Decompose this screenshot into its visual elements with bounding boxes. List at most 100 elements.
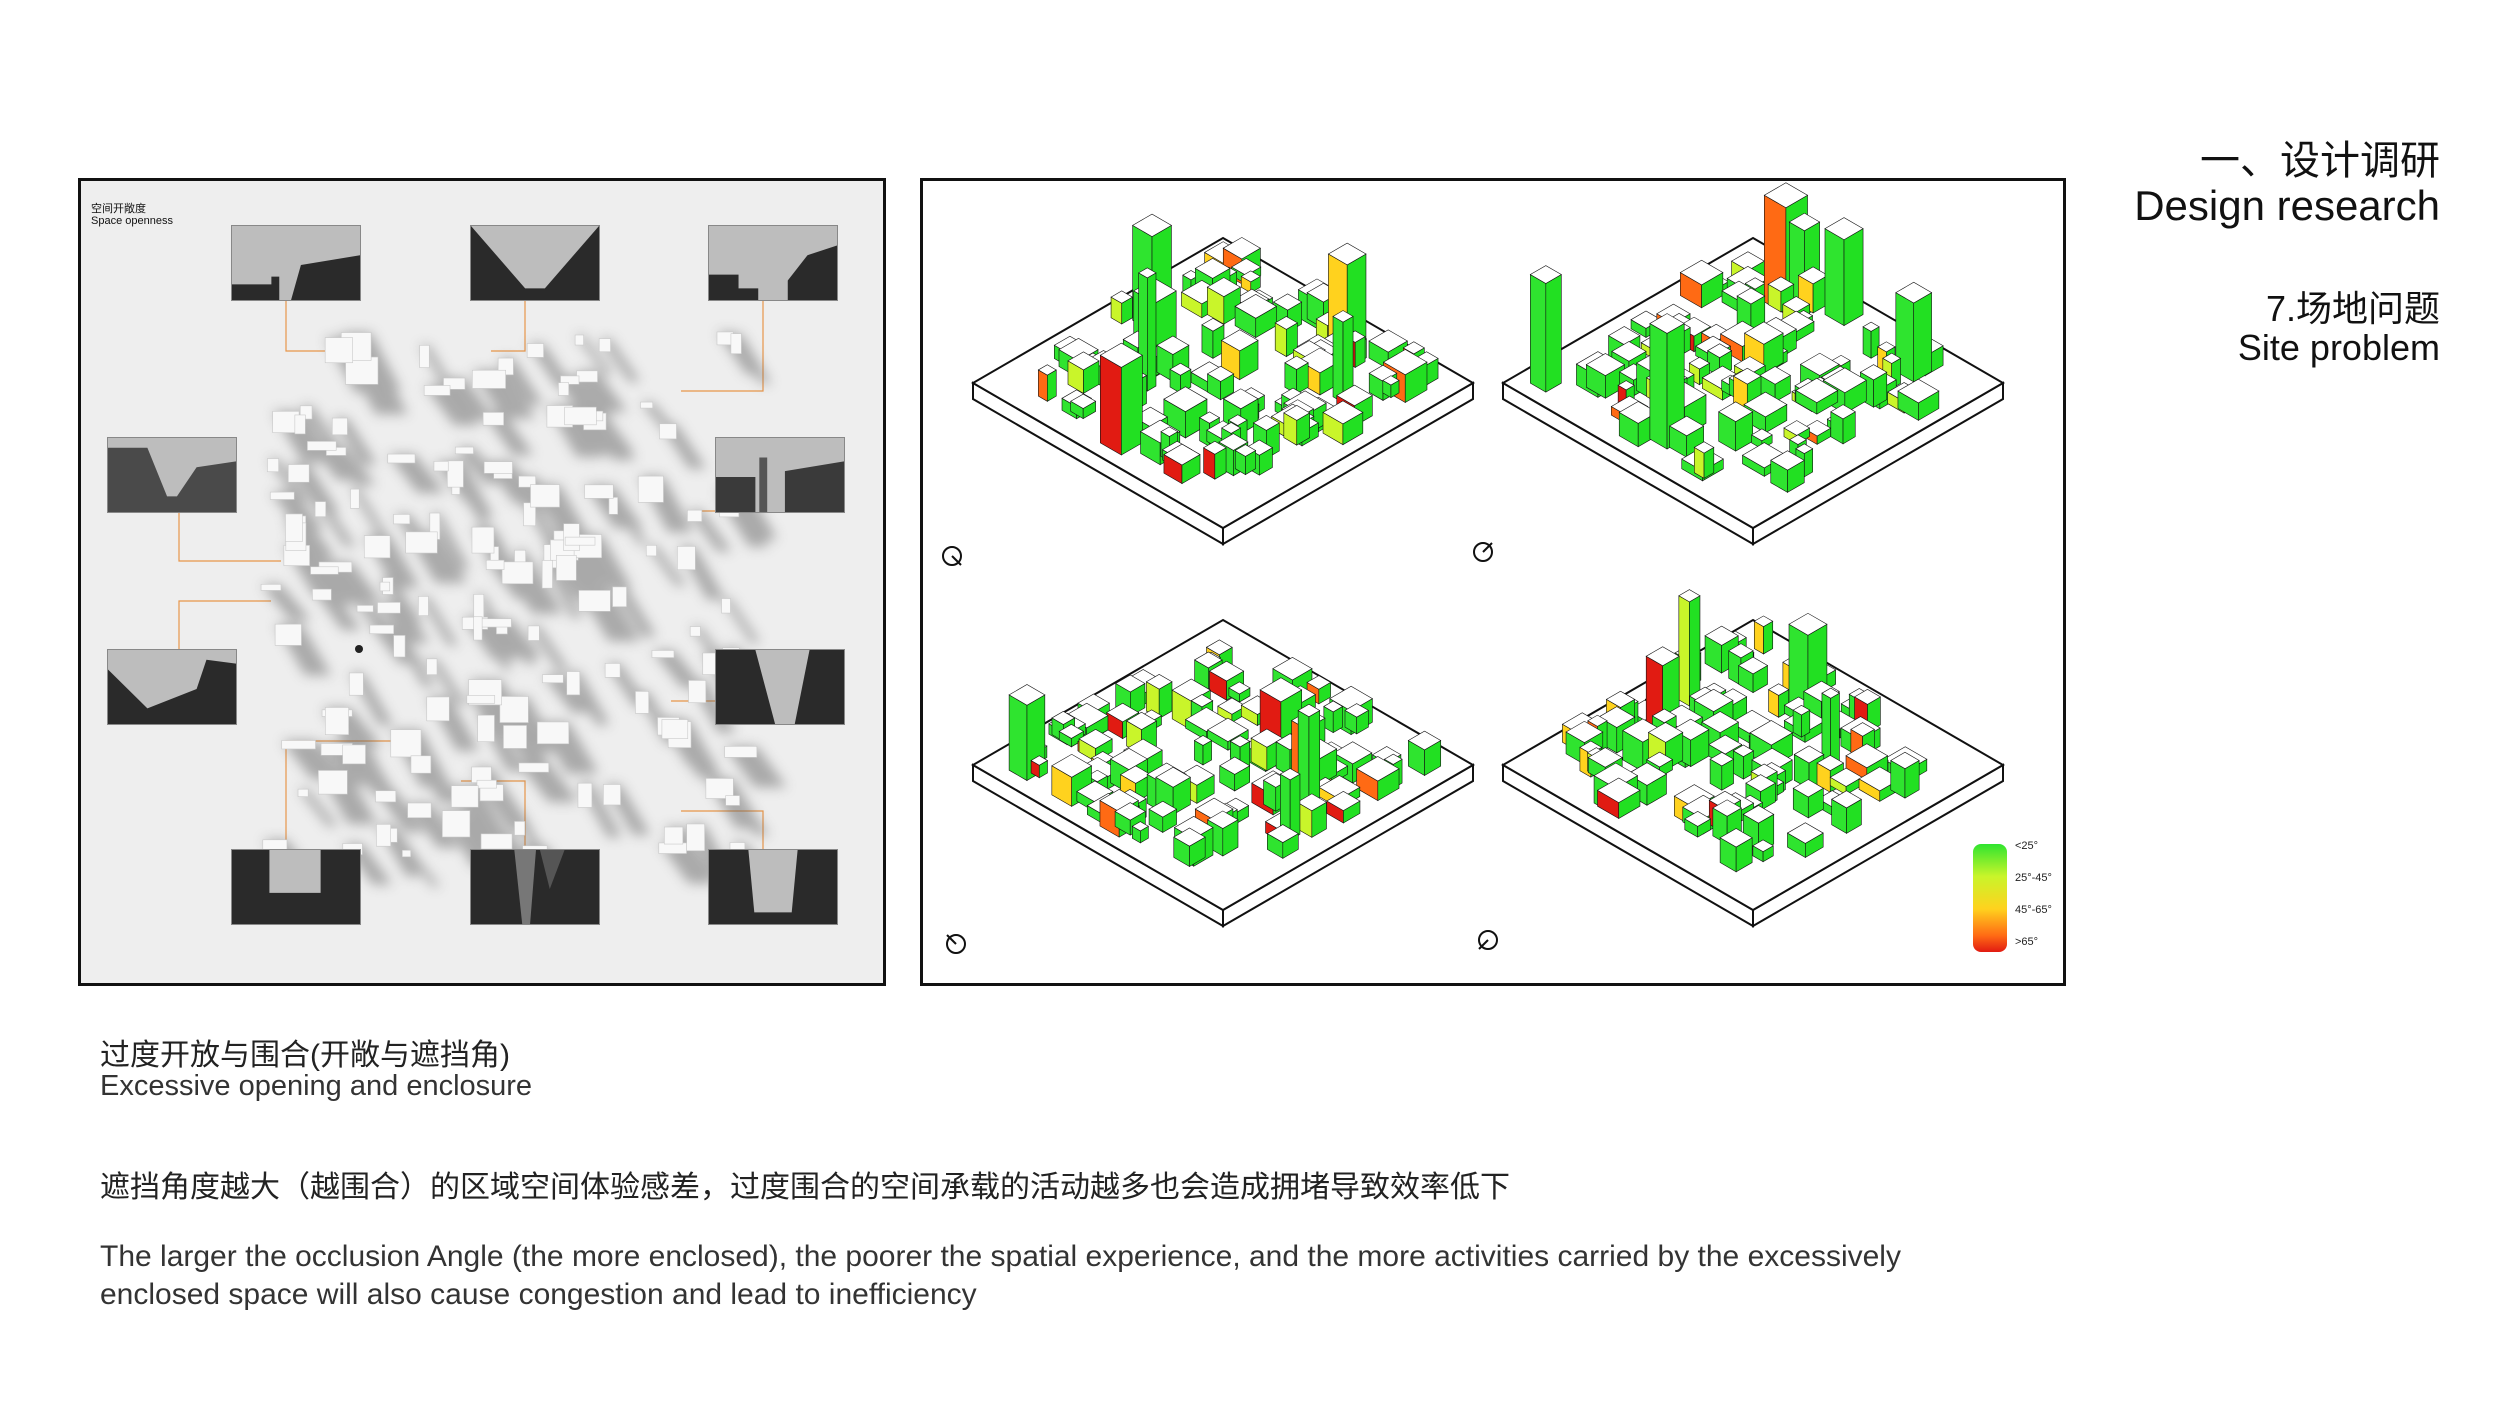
- caption-title-en: Excessive opening and enclosure: [100, 1070, 533, 1102]
- subsection-title-en: Site problem: [2237, 327, 2440, 368]
- building: [1078, 728, 1113, 763]
- view-thumbnail-bottom-right: [708, 849, 838, 925]
- isometric-board: [1501, 589, 2005, 928]
- building: [1322, 400, 1364, 446]
- section-title-cn: 一、设计调研: [2200, 139, 2440, 183]
- building: [1131, 821, 1149, 844]
- building: [1296, 793, 1328, 838]
- building: [1234, 293, 1278, 339]
- building: [1138, 267, 1157, 392]
- building: [1890, 751, 1920, 799]
- building: [1709, 751, 1735, 791]
- building: [1770, 450, 1805, 493]
- north-arrow-icon: [939, 543, 965, 569]
- building: [1831, 790, 1862, 834]
- building: [1829, 767, 1863, 796]
- building: [1830, 404, 1856, 445]
- building: [1201, 318, 1225, 359]
- building: [1323, 700, 1344, 734]
- view-thumbnail-top-right: [708, 225, 838, 301]
- building: [1326, 790, 1361, 824]
- building: [1344, 703, 1370, 735]
- building: [1193, 735, 1213, 766]
- building: [1895, 281, 1933, 383]
- building: [1148, 800, 1178, 833]
- isometric-board: [1501, 182, 2005, 546]
- building: [1719, 828, 1753, 873]
- view-thumbnail-bottom-left: [231, 849, 361, 925]
- building: [1070, 393, 1097, 420]
- building: [1206, 277, 1241, 325]
- building: [1786, 822, 1824, 858]
- building: [1679, 259, 1724, 309]
- building: [1862, 321, 1880, 359]
- building: [1163, 443, 1201, 485]
- view-thumbnail-mid-right-lower: [715, 649, 845, 725]
- north-arrow-icon: [943, 931, 969, 957]
- building: [1220, 329, 1259, 381]
- building: [1355, 756, 1400, 802]
- view-thumbnail-bottom-center: [470, 849, 600, 925]
- legend-color-bar: [1973, 844, 2007, 952]
- isometric-board: [971, 213, 1475, 546]
- isometric-site-models: [971, 182, 2005, 928]
- legend-label-45-65: 45°-65°: [2015, 904, 2052, 916]
- space-openness-title-cn: 空间开敞度: [91, 203, 146, 215]
- building: [1228, 681, 1251, 703]
- building: [1266, 824, 1299, 859]
- building: [1529, 265, 1562, 393]
- building: [1407, 730, 1442, 777]
- legend-label-gt65: >65°: [2015, 936, 2039, 948]
- view-thumbnail-mid-left-upper: [107, 437, 237, 513]
- building: [1030, 755, 1049, 779]
- occlusion-angle-panel: <25° 25°-45° 45°-65° >65°: [920, 178, 2066, 986]
- building: [1792, 779, 1824, 819]
- legend-label-25-45: 25°-45°: [2015, 872, 2052, 884]
- building: [1752, 839, 1774, 863]
- description-en-line1: The larger the occlusion Angle (the more…: [100, 1240, 1901, 1273]
- building: [1738, 656, 1769, 694]
- viewpoint-marker: [355, 645, 363, 653]
- building: [1684, 811, 1712, 838]
- building: [1753, 615, 1774, 655]
- building: [1382, 375, 1400, 399]
- building: [1202, 440, 1227, 480]
- building: [1169, 362, 1192, 394]
- building: [1824, 217, 1864, 327]
- building: [1821, 687, 1841, 768]
- building: [1173, 827, 1206, 867]
- section-title-en: Design research: [2134, 182, 2440, 229]
- space-openness-panel: 空间开敞度 Space openness: [78, 178, 886, 986]
- view-thumbnail-mid-right-upper: [715, 437, 845, 513]
- building: [1803, 419, 1832, 445]
- building: [1206, 365, 1235, 401]
- building: [1110, 290, 1134, 325]
- building-shadows: [261, 331, 787, 901]
- building: [1678, 589, 1701, 707]
- building: [1693, 441, 1715, 479]
- view-thumbnail-mid-left-lower: [107, 649, 237, 725]
- building: [1767, 276, 1795, 313]
- view-thumbnail-top-center: [470, 225, 600, 301]
- subsection-title-cn: 7.场地问题: [2265, 288, 2440, 329]
- building: [1240, 270, 1261, 294]
- building-blocks: [260, 331, 758, 871]
- view-thumbnail-top-left: [231, 225, 361, 301]
- building: [1099, 342, 1143, 456]
- building: [1792, 704, 1811, 738]
- description-cn: 遮挡角度越大（越围合）的区域空间体验感差，过度围合的空间承载的活动越多也会造成拥…: [100, 1171, 1510, 1204]
- building: [1718, 401, 1754, 452]
- north-arrow-icon: [1470, 539, 1496, 565]
- isometric-board: [971, 618, 1475, 928]
- building: [1279, 768, 1301, 841]
- caption-title-cn: 过度开放与围合(开敞与遮挡角): [100, 1039, 510, 1072]
- site-plan-diagram: [178, 293, 792, 901]
- legend-label-lt25: <25°: [2015, 840, 2039, 852]
- building: [1037, 364, 1057, 402]
- building: [1284, 355, 1309, 395]
- building: [1795, 377, 1839, 415]
- space-openness-title: 空间开敞度 Space openness: [91, 203, 173, 227]
- building: [1897, 378, 1940, 421]
- building: [1283, 405, 1311, 446]
- space-openness-title-en: Space openness: [91, 215, 173, 227]
